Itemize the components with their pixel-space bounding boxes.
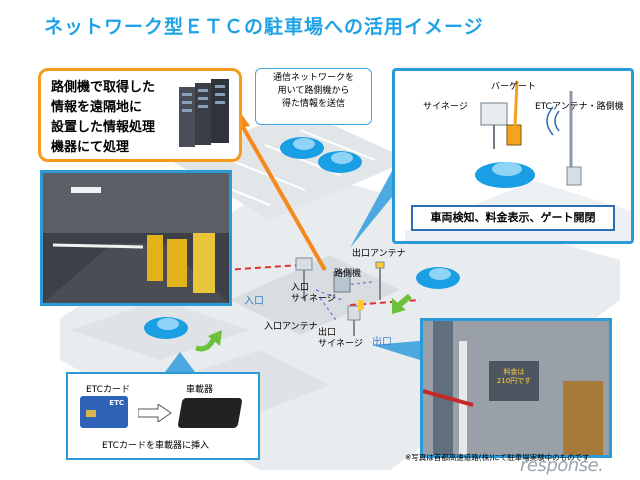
- watermark: response.: [520, 455, 604, 476]
- etc-card-brand: ETC: [109, 399, 124, 407]
- exit-antenna-post: [375, 261, 385, 300]
- entry-arrow-head: [208, 330, 222, 346]
- exit-antenna-label: 出口アンテナ: [352, 249, 406, 259]
- insert-arrow-icon: [138, 404, 172, 422]
- network-note: 通信ネットワークを 用いて路側機から 得た情報を送信: [255, 68, 372, 125]
- signage-label: サイネージ: [423, 102, 468, 112]
- card-chip-icon: [86, 410, 96, 417]
- entrance-gate-line: [224, 264, 301, 271]
- exit-label: 出口: [372, 337, 392, 348]
- note-line: 通信ネットワークを: [272, 73, 354, 83]
- exit-signage-label: 出口 サイネージ: [318, 328, 363, 349]
- exit-signage-post: [347, 300, 364, 336]
- note-line: 得た情報を送信: [281, 99, 345, 109]
- note-line: 用いて路側機から: [277, 86, 350, 96]
- exit-arrow-head: [392, 298, 406, 314]
- gate-lane: [230, 255, 400, 335]
- gate-status-bar: 車両検知、料金表示、ゲート開閉: [411, 205, 615, 231]
- gate-box-icon: [506, 124, 522, 146]
- antenna-label: ETCアンテナ・路側機: [535, 102, 624, 112]
- photo-footnote: ※写真は首都高速道路(株)にて駐車場実験中のものです: [405, 453, 590, 462]
- roadside-unit-icon: [333, 271, 351, 293]
- link-line-2: [344, 281, 373, 286]
- onboard-unit-label: 車載器: [186, 385, 214, 395]
- exit-photo-connector: [372, 340, 430, 360]
- exit-photo: 料金は 210円です: [420, 318, 612, 458]
- page-title: ネットワーク型ＥＴＣの駐車場への活用イメージ: [44, 16, 484, 38]
- entrance-label: 入口: [244, 296, 264, 307]
- bar-gate-label: バーゲート: [491, 82, 537, 92]
- link-line-1: [315, 289, 343, 301]
- etc-card-icon: ETC: [80, 396, 128, 428]
- car-exit: [416, 267, 460, 289]
- exit-photo-image: [423, 321, 609, 455]
- etc-panel-connector: [165, 352, 195, 372]
- entrance-photo: [40, 170, 232, 306]
- entrance-antenna-label: 入口アンテナ: [264, 322, 318, 332]
- gate-diagram-panel: バーゲート サイネージ ETCアンテナ・路側機 車両検知、料金表示、ゲート開閉: [392, 68, 634, 244]
- network-arrow: [238, 121, 327, 271]
- entry-arrow: [195, 336, 217, 352]
- signage-icon: [480, 102, 508, 126]
- car-upper-2: [318, 151, 362, 173]
- callout-line: 設置した情報処理: [51, 120, 156, 135]
- callout-line: 路側機で取得した: [51, 80, 156, 95]
- roadside-callout-text: 路側機で取得した 情報を遠隔地に 設置した情報処理 機器にて処理: [51, 78, 169, 158]
- car-entry: [144, 317, 188, 339]
- callout-line: 機器にて処理: [51, 140, 130, 155]
- entrance-signage-label: 入口 サイネージ: [291, 283, 336, 304]
- link-line-3: [319, 297, 337, 321]
- exit-arrow: [396, 293, 412, 309]
- signal-waves-icon: [546, 106, 560, 136]
- etc-card-panel: ETCカード 車載器 ETC ETCカードを車載器に挿入: [66, 372, 260, 460]
- roadside-unit-label: 路側機: [334, 269, 362, 279]
- callout-line: 情報を遠隔地に: [51, 100, 143, 115]
- car-upper-1: [280, 137, 324, 159]
- entrance-photo-image: [43, 173, 229, 303]
- roadside-processing-callout: 路側機で取得した 情報を遠隔地に 設置した情報処理 機器にて処理: [38, 68, 242, 162]
- onboard-unit-icon: [177, 398, 243, 428]
- gate-bar-icon: [513, 80, 519, 127]
- etc-panel-caption: ETCカードを車載器に挿入: [102, 441, 209, 451]
- exit-fare-sign: 料金は 210円です: [496, 368, 532, 385]
- roadside-unit-box-icon: [566, 166, 582, 186]
- entrance-signage-post: [295, 257, 313, 300]
- server-rack-icon: [179, 79, 229, 147]
- etc-card-label: ETCカード: [86, 385, 130, 395]
